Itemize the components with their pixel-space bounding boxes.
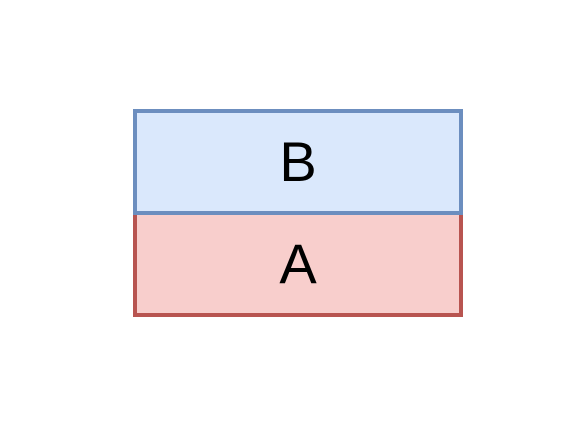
box-a[interactable]: A [133,211,463,317]
box-b-label: B [279,130,317,193]
box-b[interactable]: B [133,109,463,215]
box-a-label: A [279,232,317,295]
